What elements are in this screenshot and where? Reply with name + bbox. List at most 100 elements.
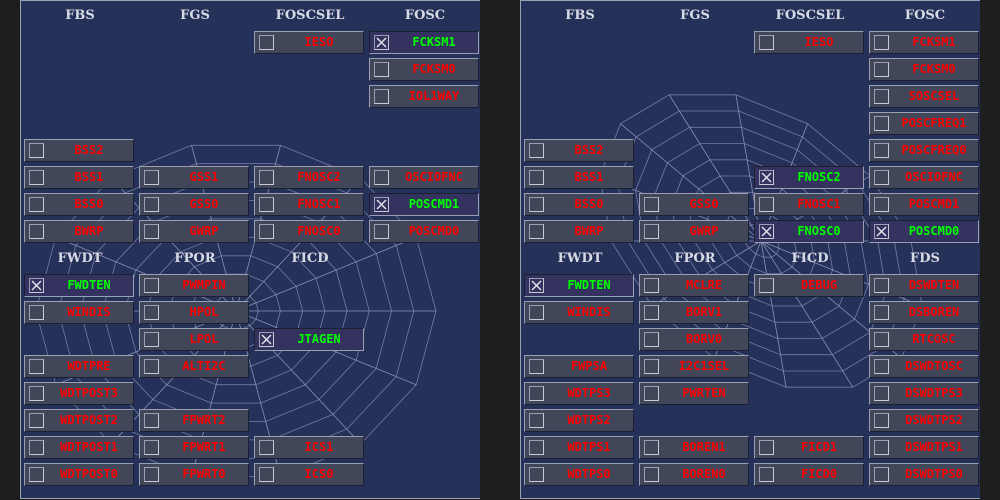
- checkbox-unchecked-icon[interactable]: [374, 62, 389, 77]
- checkbox-unchecked-icon[interactable]: [759, 197, 774, 212]
- config-bit-dswdten[interactable]: DSWDTEN: [869, 274, 979, 297]
- config-bit-ieso[interactable]: IESO: [754, 31, 864, 54]
- checkbox-checked-icon[interactable]: [759, 170, 774, 185]
- checkbox-checked-icon[interactable]: [529, 278, 544, 293]
- config-bit-wdtpost0[interactable]: WDTPOST0: [24, 463, 134, 486]
- checkbox-checked-icon[interactable]: [259, 332, 274, 347]
- checkbox-unchecked-icon[interactable]: [759, 440, 774, 455]
- config-bit-osciofnc[interactable]: OSCIOFNC: [369, 166, 479, 189]
- config-bit-fnosc2[interactable]: FNOSC2: [254, 166, 364, 189]
- checkbox-unchecked-icon[interactable]: [529, 359, 544, 374]
- config-bit-gwrp[interactable]: GWRP: [139, 220, 249, 243]
- config-bit-fnosc1[interactable]: FNOSC1: [754, 193, 864, 216]
- config-bit-lpol[interactable]: LPOL: [139, 328, 249, 351]
- checkbox-unchecked-icon[interactable]: [529, 170, 544, 185]
- checkbox-unchecked-icon[interactable]: [144, 467, 159, 482]
- config-bit-windis[interactable]: WINDIS: [24, 301, 134, 324]
- checkbox-unchecked-icon[interactable]: [529, 224, 544, 239]
- config-bit-borv0[interactable]: BORV0: [639, 328, 749, 351]
- checkbox-unchecked-icon[interactable]: [29, 359, 44, 374]
- config-bit-bwrp[interactable]: BWRP: [524, 220, 634, 243]
- config-bit-bss0[interactable]: BSS0: [524, 193, 634, 216]
- checkbox-unchecked-icon[interactable]: [259, 35, 274, 50]
- checkbox-unchecked-icon[interactable]: [644, 467, 659, 482]
- checkbox-unchecked-icon[interactable]: [644, 440, 659, 455]
- checkbox-unchecked-icon[interactable]: [644, 386, 659, 401]
- checkbox-unchecked-icon[interactable]: [874, 467, 889, 482]
- config-bit-i2c1sel[interactable]: I2C1SEL: [639, 355, 749, 378]
- config-bit-wdtpost2[interactable]: WDTPOST2: [24, 409, 134, 432]
- checkbox-unchecked-icon[interactable]: [374, 170, 389, 185]
- config-bit-hpol[interactable]: HPOL: [139, 301, 249, 324]
- config-bit-iol1way[interactable]: IOL1WAY: [369, 85, 479, 108]
- config-bit-poscmd0[interactable]: POSCMD0: [369, 220, 479, 243]
- config-bit-ficd0[interactable]: FICD0: [754, 463, 864, 486]
- config-bit-dswdtps1[interactable]: DSWDTPS1: [869, 436, 979, 459]
- checkbox-unchecked-icon[interactable]: [29, 170, 44, 185]
- config-bit-poscmd1[interactable]: POSCMD1: [869, 193, 979, 216]
- config-bit-bwrp[interactable]: BWRP: [24, 220, 134, 243]
- checkbox-checked-icon[interactable]: [29, 278, 44, 293]
- checkbox-unchecked-icon[interactable]: [529, 467, 544, 482]
- config-bit-fcksm0[interactable]: FCKSM0: [869, 58, 979, 81]
- checkbox-unchecked-icon[interactable]: [874, 332, 889, 347]
- config-bit-dswdtosc[interactable]: DSWDTOSC: [869, 355, 979, 378]
- checkbox-unchecked-icon[interactable]: [29, 224, 44, 239]
- config-bit-ics1[interactable]: ICS1: [254, 436, 364, 459]
- checkbox-unchecked-icon[interactable]: [529, 197, 544, 212]
- config-bit-dswdtps2[interactable]: DSWDTPS2: [869, 409, 979, 432]
- checkbox-unchecked-icon[interactable]: [259, 440, 274, 455]
- config-bit-boren1[interactable]: BOREN1: [639, 436, 749, 459]
- checkbox-unchecked-icon[interactable]: [874, 305, 889, 320]
- checkbox-unchecked-icon[interactable]: [644, 224, 659, 239]
- checkbox-unchecked-icon[interactable]: [874, 116, 889, 131]
- checkbox-unchecked-icon[interactable]: [529, 386, 544, 401]
- config-bit-wdtps0[interactable]: WDTPS0: [524, 463, 634, 486]
- config-bit-osciofnc[interactable]: OSCIOFNC: [869, 166, 979, 189]
- config-bit-bss2[interactable]: BSS2: [24, 139, 134, 162]
- config-bit-dsboren[interactable]: DSBOREN: [869, 301, 979, 324]
- config-bit-fwdten[interactable]: FWDTEN: [524, 274, 634, 297]
- config-bit-debug[interactable]: DEBUG: [754, 274, 864, 297]
- config-bit-soscsel[interactable]: SOSCSEL: [869, 85, 979, 108]
- checkbox-unchecked-icon[interactable]: [874, 35, 889, 50]
- checkbox-unchecked-icon[interactable]: [529, 143, 544, 158]
- config-bit-fnosc1[interactable]: FNOSC1: [254, 193, 364, 216]
- config-bit-wdtps2[interactable]: WDTPS2: [524, 409, 634, 432]
- checkbox-unchecked-icon[interactable]: [144, 170, 159, 185]
- config-bit-windis[interactable]: WINDIS: [524, 301, 634, 324]
- checkbox-unchecked-icon[interactable]: [874, 386, 889, 401]
- checkbox-unchecked-icon[interactable]: [29, 386, 44, 401]
- checkbox-unchecked-icon[interactable]: [644, 197, 659, 212]
- config-bit-wdtpost1[interactable]: WDTPOST1: [24, 436, 134, 459]
- checkbox-unchecked-icon[interactable]: [29, 467, 44, 482]
- config-bit-bss1[interactable]: BSS1: [24, 166, 134, 189]
- config-bit-gwrp[interactable]: GWRP: [639, 220, 749, 243]
- checkbox-unchecked-icon[interactable]: [29, 197, 44, 212]
- checkbox-unchecked-icon[interactable]: [144, 359, 159, 374]
- checkbox-unchecked-icon[interactable]: [144, 413, 159, 428]
- checkbox-unchecked-icon[interactable]: [529, 413, 544, 428]
- checkbox-checked-icon[interactable]: [374, 197, 389, 212]
- checkbox-unchecked-icon[interactable]: [374, 224, 389, 239]
- config-bit-wdtps3[interactable]: WDTPS3: [524, 382, 634, 405]
- checkbox-unchecked-icon[interactable]: [874, 89, 889, 104]
- checkbox-unchecked-icon[interactable]: [259, 467, 274, 482]
- config-bit-bss1[interactable]: BSS1: [524, 166, 634, 189]
- config-bit-poscmd1[interactable]: POSCMD1: [369, 193, 479, 216]
- checkbox-unchecked-icon[interactable]: [874, 278, 889, 293]
- config-bit-pwrten[interactable]: PWRTEN: [639, 382, 749, 405]
- config-bit-fnosc0[interactable]: FNOSC0: [254, 220, 364, 243]
- config-bit-mclre[interactable]: MCLRE: [639, 274, 749, 297]
- checkbox-unchecked-icon[interactable]: [644, 332, 659, 347]
- checkbox-unchecked-icon[interactable]: [259, 197, 274, 212]
- checkbox-unchecked-icon[interactable]: [144, 278, 159, 293]
- config-bit-alti2c[interactable]: ALTI2C: [139, 355, 249, 378]
- config-bit-jtagen[interactable]: JTAGEN: [254, 328, 364, 351]
- config-bit-gss1[interactable]: GSS1: [139, 166, 249, 189]
- checkbox-unchecked-icon[interactable]: [144, 305, 159, 320]
- checkbox-unchecked-icon[interactable]: [759, 35, 774, 50]
- checkbox-unchecked-icon[interactable]: [529, 305, 544, 320]
- checkbox-unchecked-icon[interactable]: [874, 170, 889, 185]
- checkbox-unchecked-icon[interactable]: [374, 89, 389, 104]
